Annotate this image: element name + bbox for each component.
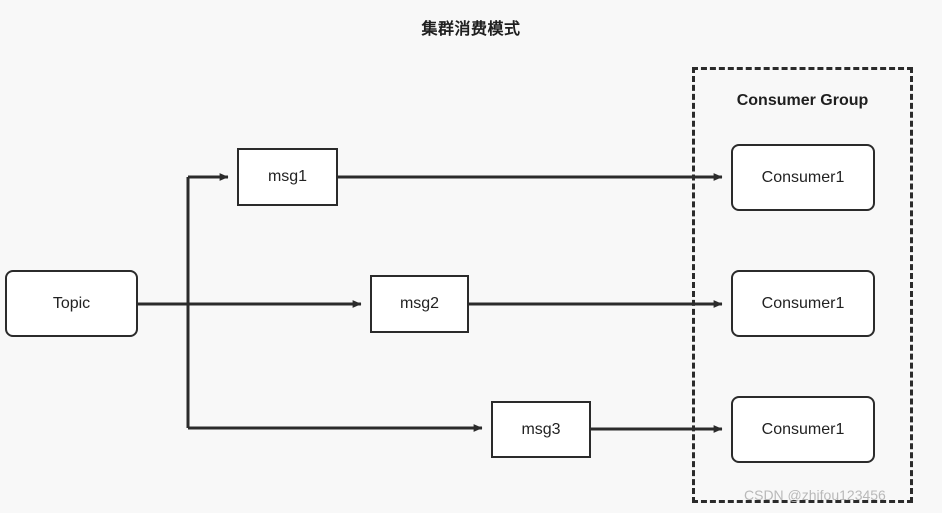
node-topic[interactable]: Topic (5, 270, 138, 337)
node-consumer-3[interactable]: Consumer1 (731, 396, 875, 463)
node-msg3[interactable]: msg3 (491, 401, 591, 458)
watermark-text: CSDN @zhifou123456 (744, 487, 886, 503)
node-consumer-1[interactable]: Consumer1 (731, 144, 875, 211)
node-msg2[interactable]: msg2 (370, 275, 469, 333)
consumer-group-label: Consumer Group (736, 92, 869, 109)
consumer-group-container (692, 67, 913, 503)
node-msg1[interactable]: msg1 (237, 148, 338, 206)
diagram-title: 集群消费模式 (421, 21, 521, 38)
node-consumer-2[interactable]: Consumer1 (731, 270, 875, 337)
